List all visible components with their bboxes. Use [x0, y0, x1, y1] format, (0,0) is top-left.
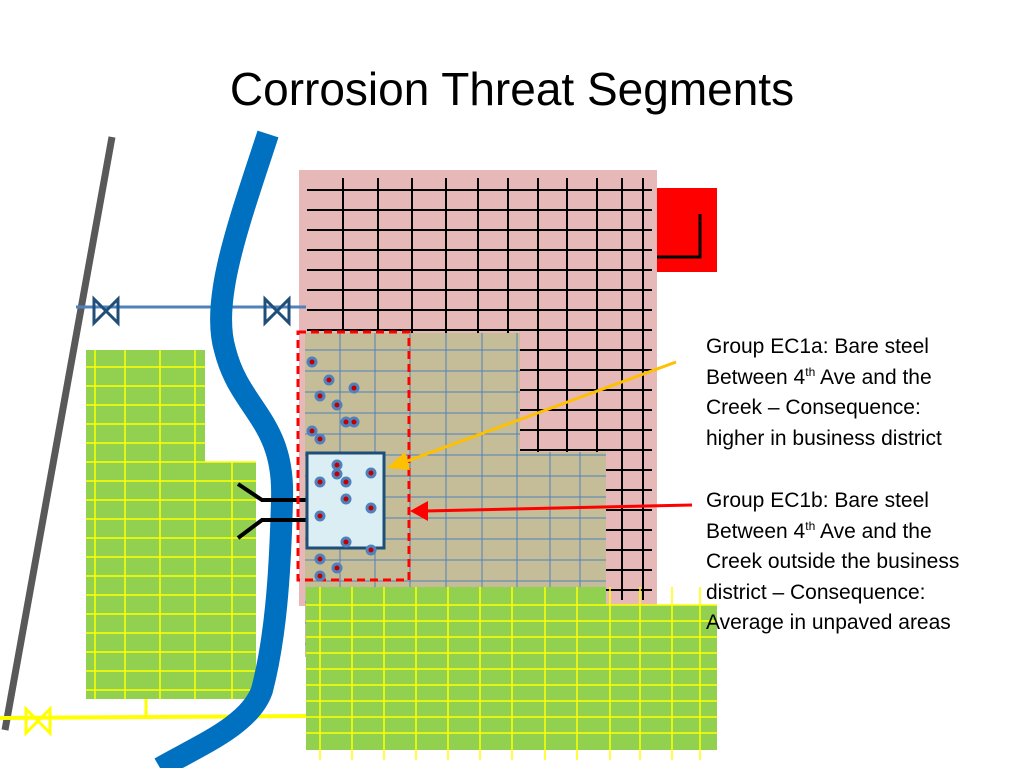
callout-line: Between 4th Ave and the [706, 518, 932, 543]
callout-ec1a: Group EC1a: Bare steel Between 4th Ave a… [706, 332, 1024, 454]
corrosion-dot-core [309, 428, 315, 434]
main-line-yellow [0, 714, 307, 720]
corrosion-dot-core [334, 565, 340, 571]
corrosion-dot-core [317, 436, 323, 442]
corrosion-dot-core [351, 385, 357, 391]
callout-line: district – Consequence: [706, 580, 926, 604]
corrosion-dot-core [317, 573, 323, 579]
corrosion-dot-core [368, 505, 374, 511]
corrosion-dot-core [343, 419, 349, 425]
corrosion-dot-core [317, 556, 323, 562]
callout-line: Creek outside the business [706, 550, 960, 573]
corrosion-dot-core [343, 539, 349, 545]
green-zone-west-grid [86, 350, 256, 699]
corrosion-dot-core [368, 470, 374, 476]
corrosion-dot-core [334, 471, 340, 477]
corrosion-dot-core [309, 359, 315, 365]
arrow-ec1b [410, 501, 693, 521]
green-zone-south-grid [306, 587, 717, 760]
red-block-pipe [657, 214, 702, 259]
callout-line: Creek – Consequence: [706, 396, 921, 419]
green-zone-west [86, 350, 256, 699]
corrosion-dot-core [317, 393, 323, 399]
slide-title: Corrosion Threat Segments [229, 63, 795, 115]
corrosion-dot-core [317, 513, 323, 519]
creek [154, 130, 294, 768]
corrosion-dots [306, 356, 377, 582]
corrosion-dot-core [326, 377, 332, 383]
connector-icon[interactable] [236, 482, 307, 540]
corrosion-dot-core [343, 479, 349, 485]
corrosion-dot-core [343, 496, 349, 502]
corrosion-dot-core [317, 479, 323, 485]
valve-icon[interactable] [263, 295, 291, 327]
callout-line: Between 4th Ave and the [706, 364, 932, 389]
corrosion-dot-core [334, 402, 340, 408]
callout-line: Group EC1a: Bare steel [706, 335, 929, 358]
callout-line: higher in business district [706, 426, 942, 450]
corrosion-dot-core [368, 547, 374, 553]
callout-line: Average in unpaved areas [706, 611, 951, 634]
callout-ec1b: Group EC1b: Bare steel Between 4th Ave a… [706, 486, 1024, 639]
red-block [657, 188, 717, 272]
road [1, 136, 116, 731]
corrosion-dot-core [351, 419, 357, 425]
segment-ec1a-outline[interactable] [296, 330, 411, 582]
corrosion-dot-core [334, 462, 340, 468]
callout-line: Group EC1b: Bare steel [706, 489, 929, 512]
tan-zone [305, 333, 606, 657]
arrow-ec1a [387, 360, 677, 470]
valve-icon[interactable] [92, 295, 120, 327]
valve-icon[interactable] [24, 705, 52, 737]
